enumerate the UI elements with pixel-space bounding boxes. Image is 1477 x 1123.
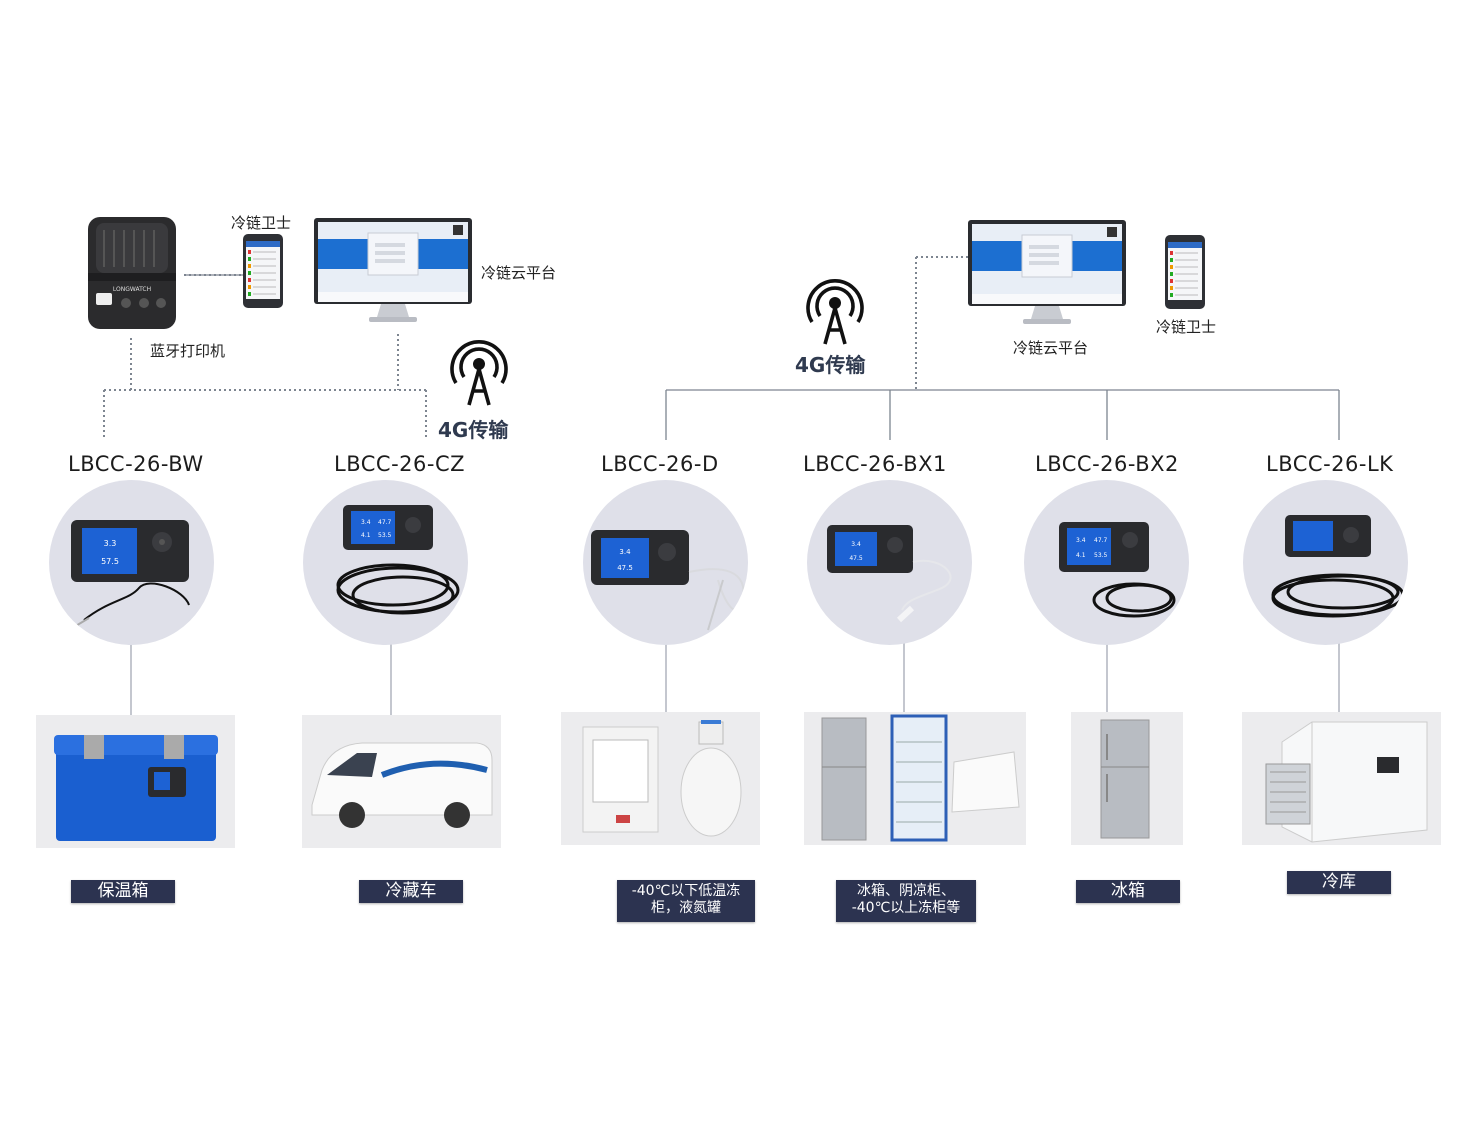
model-cz: LBCC-26-CZ	[334, 452, 465, 476]
screen-value: 4.1	[361, 532, 371, 539]
signal-tower-icon	[806, 279, 864, 345]
device-circle-cz: 3.4 47.7 4.1 53.5	[303, 480, 468, 645]
caption-badge-bx2: 冰箱	[1076, 880, 1180, 903]
photo-insulated-box	[36, 715, 235, 848]
caption-line: 柜，液氮罐	[651, 900, 721, 916]
logger-device-icon: 3.3 57.5	[68, 520, 190, 631]
photo-cold-room	[1242, 712, 1441, 845]
caption-line: -40℃以下低温冻	[631, 883, 741, 899]
model-bw: LBCC-26-BW	[68, 452, 204, 476]
screen-value: 3.4	[619, 548, 631, 556]
model-d: LBCC-26-D	[601, 452, 719, 476]
screen-value: 3.3	[104, 539, 117, 548]
screen-value: 3.4	[361, 519, 371, 526]
phone-right	[1164, 234, 1206, 310]
phone-icon	[243, 234, 283, 308]
signal-tower-icon	[450, 340, 508, 406]
device-circle-lk	[1243, 480, 1408, 645]
g4-label-left: 4G传输	[438, 418, 509, 442]
cloud-label-right: 冷链云平台	[1013, 339, 1089, 357]
screen-value: 53.5	[1094, 552, 1108, 559]
logger-device-icon	[1271, 515, 1405, 618]
caption-badge-bw: 保温箱	[71, 880, 175, 903]
caption-line: 冰箱、阴凉柜、	[857, 883, 955, 899]
device-circle-d: 3.4 47.5	[583, 480, 748, 645]
caption-badge-lk: 冷库	[1287, 871, 1391, 894]
caption-line: -40℃以上冻柜等	[851, 900, 961, 916]
logger-device-icon: 3.4 47.5	[591, 530, 745, 631]
photo-fridge	[1071, 712, 1183, 845]
caption-badge-cz: 冷藏车	[359, 880, 463, 903]
caption-badge-bx1: 冰箱、阴凉柜、 -40℃以上冻柜等	[836, 880, 976, 922]
printer-label: 蓝牙打印机	[150, 342, 226, 360]
screen-value: 47.5	[849, 555, 863, 562]
model-bx2: LBCC-26-BX2	[1035, 452, 1179, 476]
cloud-label-left: 冷链云平台	[481, 264, 557, 282]
printer-icon: LONGWATCH	[88, 217, 176, 329]
screen-value: 53.5	[378, 532, 392, 539]
photo-refrigerated-van	[302, 715, 501, 848]
device-circle-bx2: 3.4 47.7 4.1 53.5	[1024, 480, 1189, 645]
bluetooth-printer: LONGWATCH	[86, 215, 178, 331]
monitor-icon	[968, 220, 1126, 324]
g4-label-right: 4G传输	[795, 353, 866, 377]
monitor-icon	[314, 218, 472, 322]
svg-text:LONGWATCH: LONGWATCH	[113, 286, 151, 293]
screen-value: 4.1	[1076, 552, 1086, 559]
screen-value: 3.4	[851, 541, 861, 548]
screen-value: 3.4	[1076, 537, 1086, 544]
screen-value: 57.5	[101, 557, 119, 566]
cloud-monitor-right	[967, 219, 1127, 329]
device-circle-bx1: 3.4 47.5	[807, 480, 972, 645]
model-lk: LBCC-26-LK	[1266, 452, 1394, 476]
phone-label-right: 冷链卫士	[1156, 318, 1217, 336]
logger-device-icon: 3.4 47.5	[827, 525, 952, 623]
screen-value: 47.5	[617, 564, 633, 572]
phone-label-left: 冷链卫士	[231, 214, 292, 232]
signal-tower-right	[806, 278, 864, 346]
model-bx1: LBCC-26-BX1	[803, 452, 947, 476]
logger-device-icon: 3.4 47.7 4.1 53.5	[1059, 522, 1176, 618]
photo-fridge-cabinet	[804, 712, 1026, 845]
logger-device-icon: 3.4 47.7 4.1 53.5	[336, 505, 460, 615]
phone-icon	[1165, 235, 1205, 309]
phone-left	[242, 233, 284, 309]
caption-badge-d: -40℃以下低温冻 柜，液氮罐	[617, 880, 755, 922]
photo-low-temp-freezer	[561, 712, 760, 845]
screen-value: 47.7	[378, 519, 392, 526]
cloud-monitor-left	[313, 217, 473, 327]
signal-tower-left	[450, 339, 508, 407]
device-circle-bw: 3.3 57.5	[49, 480, 214, 645]
screen-value: 47.7	[1094, 537, 1108, 544]
